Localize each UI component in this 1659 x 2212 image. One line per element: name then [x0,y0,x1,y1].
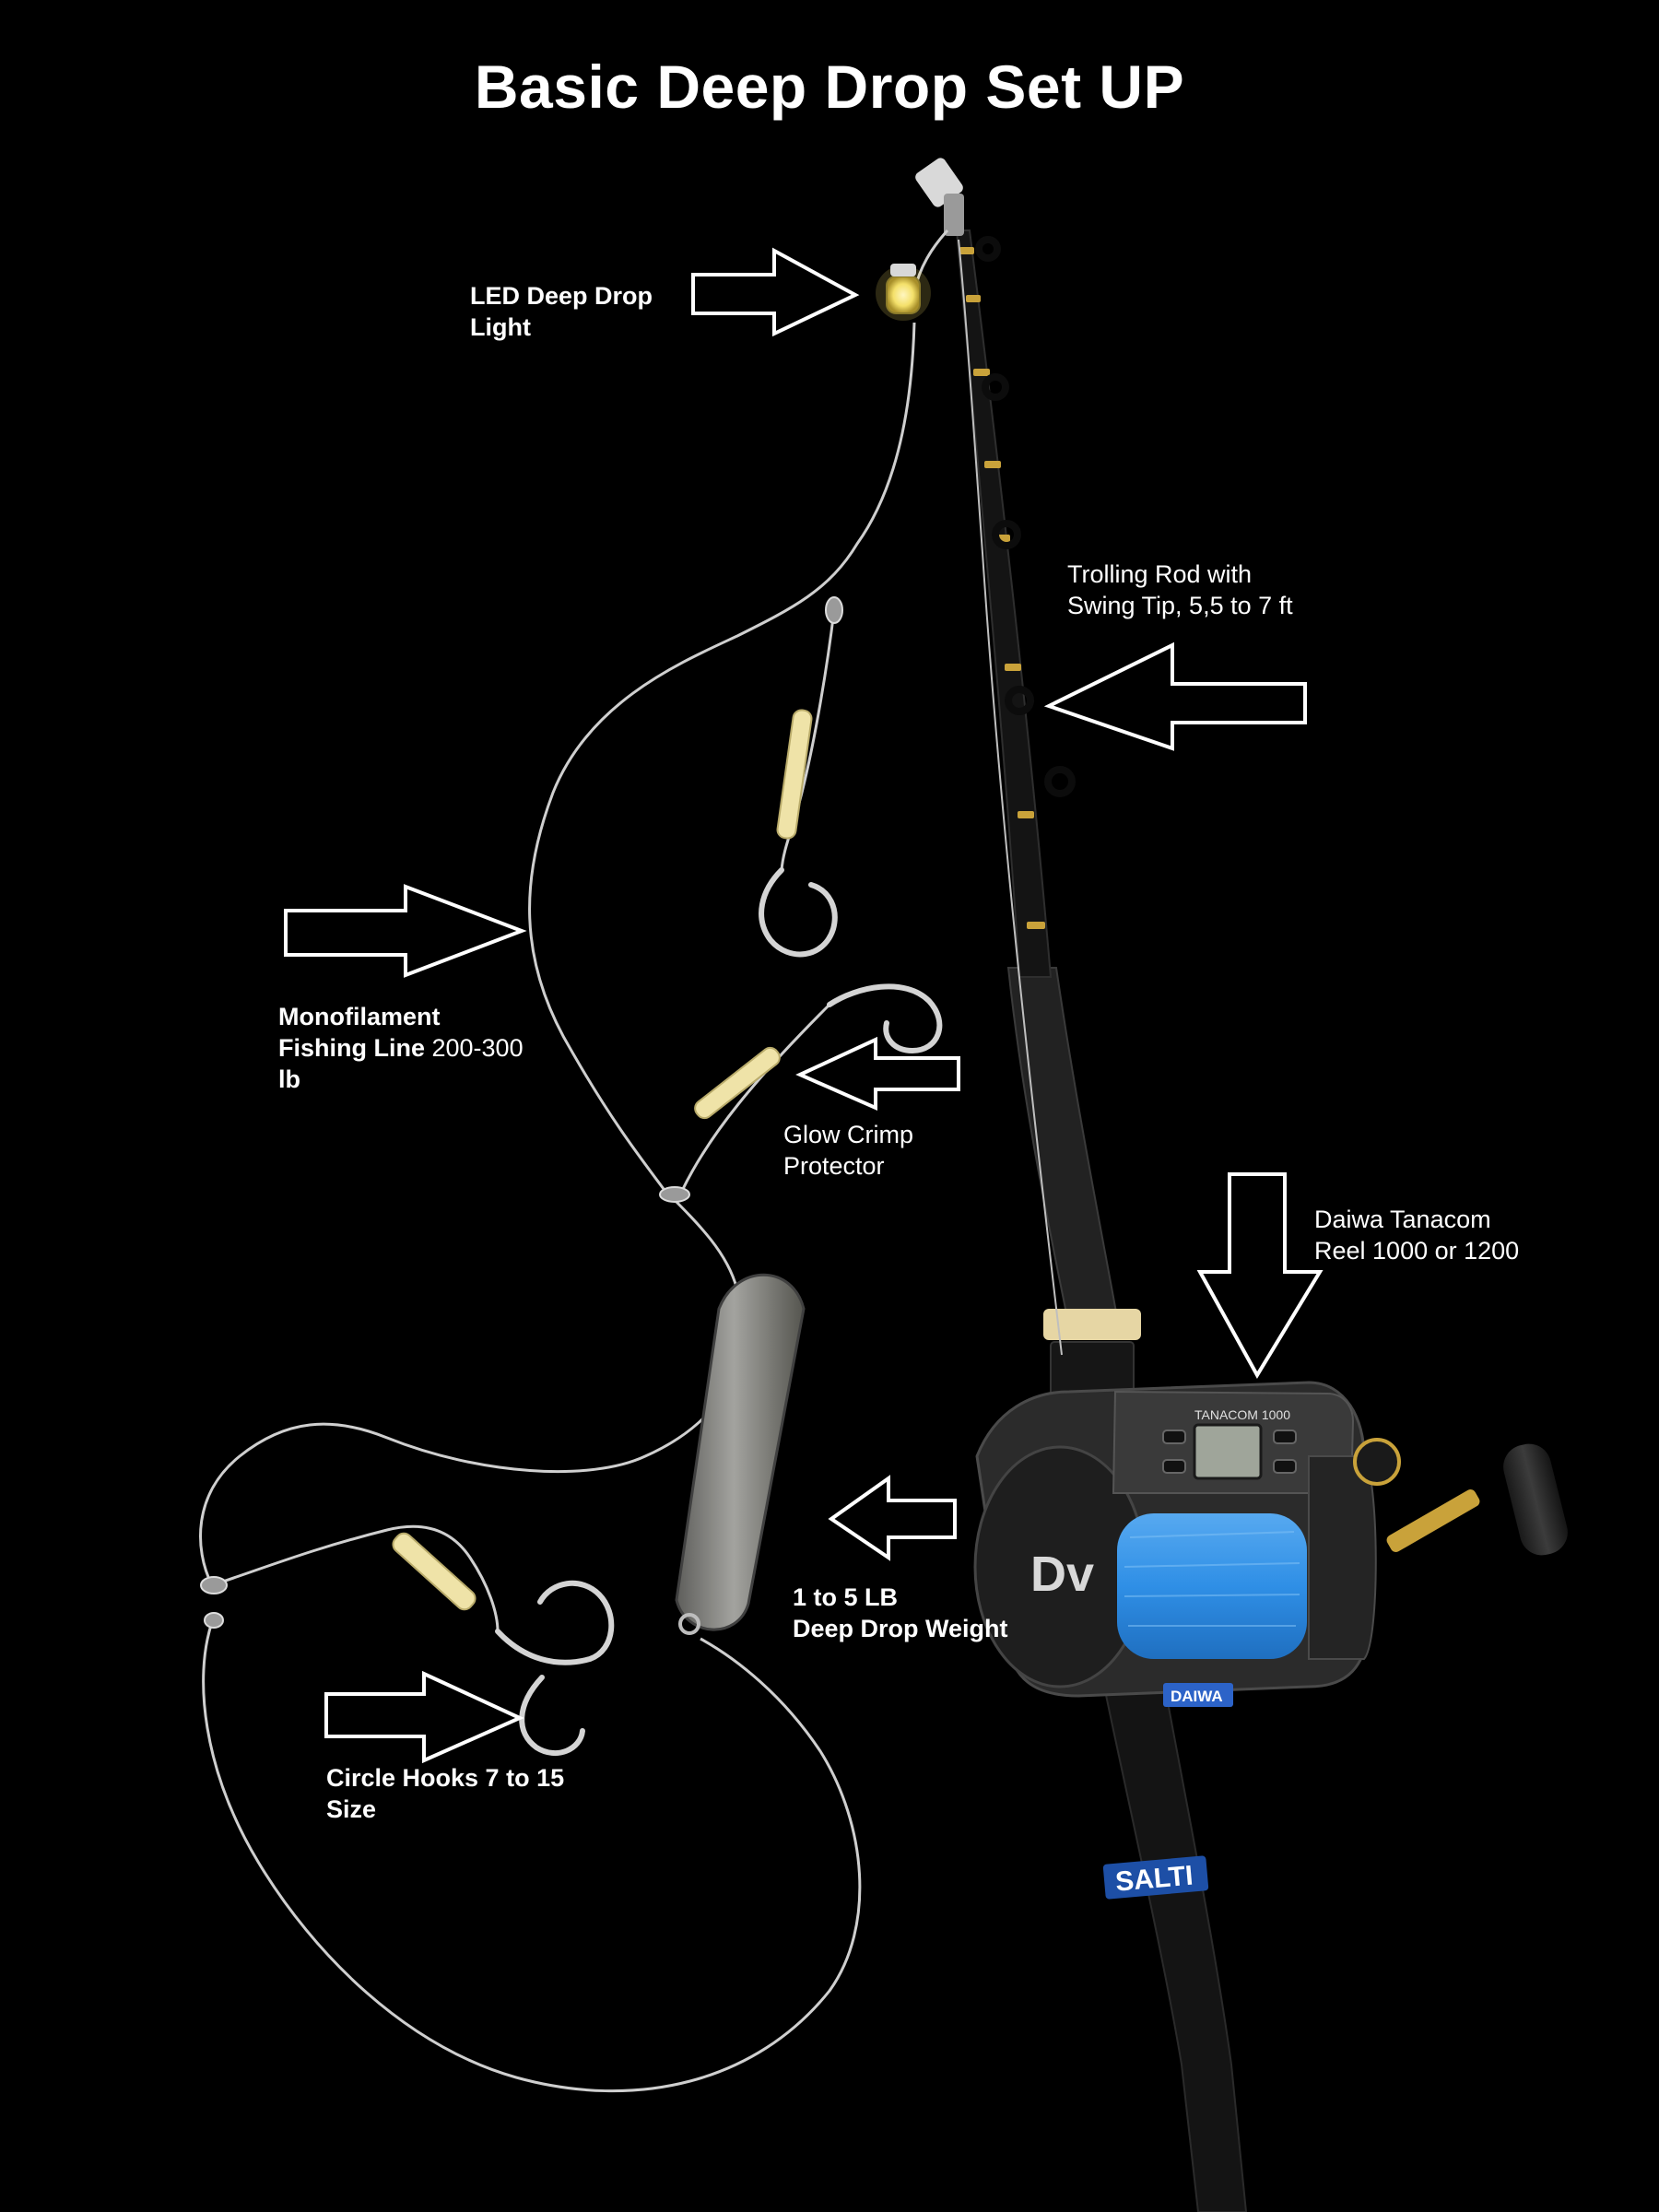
arrow-led-light [691,247,860,337]
rig-leader [199,229,949,2093]
label-trolling-rod-line1: Trolling Rod with [1067,560,1253,588]
label-weight-line1: 1 to 5 LB [793,1583,899,1611]
label-trolling-rod: Trolling Rod with Swing Tip, 5,5 to 7 ft [1067,559,1293,621]
reel-spool [1117,1513,1307,1659]
circle-hook-2 [827,983,943,1054]
label-reel-line2: Reel 1000 or 1200 [1314,1237,1520,1265]
label-glow-crimp-line1: Glow Crimp [783,1121,914,1148]
guide-rings [975,236,1076,797]
reel-drag-knob [1353,1438,1401,1486]
label-monofilament-line2-bold: Fishing Line [278,1034,425,1062]
rod-guides [959,247,1045,929]
led-deep-drop-light [876,264,931,321]
rod-collar [1043,1309,1141,1340]
reel-brand-text: DAIWA [1171,1688,1223,1705]
circle-hook-1 [759,867,838,958]
reel-lcd-screen [1193,1423,1263,1480]
label-monofilament: Monofilament Fishing Line 200-300 lb [278,1001,524,1095]
label-weight: 1 to 5 LB Deep Drop Weight [793,1582,1008,1644]
label-monofilament-line1: Monofilament [278,1003,441,1030]
page-title: Basic Deep Drop Set UP [474,53,1185,121]
tanacom-reel: Dv TANACOM 1000 DAIWA [973,1381,1568,1707]
swing-tip [915,158,964,236]
label-weight-line2: Deep Drop Weight [793,1615,1008,1642]
label-glow-crimp: Glow Crimp Protector [783,1119,913,1182]
spool-line-texture [1124,1531,1300,1627]
label-circle-hooks-line1: Circle Hooks 7 to 15 [326,1764,565,1792]
arrow-weight [828,1475,957,1561]
arrow-reel [1196,1172,1324,1379]
circle-hooks [495,867,943,1756]
circle-hook-4 [519,1675,585,1756]
main-line [958,239,1063,1356]
arrow-glow-crimp [795,1036,960,1112]
circle-hook-3 [495,1580,615,1665]
arrow-monofilament [284,884,527,978]
arrow-trolling-rod [1043,641,1307,751]
label-led-light-line1: LED Deep Drop [470,282,653,310]
label-monofilament-line3: lb [278,1065,300,1093]
rod-brand-text: SALTI [1114,1861,1194,1898]
glow-crimp-protectors [392,709,813,1611]
label-circle-hooks-line2: Size [326,1795,377,1823]
monofilament-line [199,322,916,1586]
reel-crank [1386,1443,1568,1556]
label-monofilament-line2-rest: 200-300 [425,1034,524,1062]
label-led-light: LED Deep Drop Light [470,280,653,343]
arrow-circle-hooks [324,1670,524,1764]
reel-buttons [1162,1430,1297,1474]
label-monofilament-line2: Fishing Line 200-300 [278,1032,524,1064]
label-circle-hooks: Circle Hooks 7 to 15 Size [326,1762,564,1825]
rod-decal: SALTI [1102,1855,1209,1900]
label-glow-crimp-line2: Protector [783,1152,885,1180]
reel-right-frame [1308,1455,1377,1660]
label-led-light-line2: Light [470,313,531,341]
rod-butt [1100,1677,1248,2212]
deep-drop-weight [675,1273,806,1635]
reel-model-text: TANACOM 1000 [1194,1407,1290,1422]
swivels [200,596,843,1629]
label-reel: Daiwa Tanacom Reel 1000 or 1200 [1314,1204,1519,1266]
label-trolling-rod-line2: Swing Tip, 5,5 to 7 ft [1067,592,1293,619]
trolling-rod: SALTI [915,158,1248,2212]
label-reel-line1: Daiwa Tanacom [1314,1206,1491,1233]
reel-side-logo: Dv [1030,1547,1094,1602]
reel-brand-badge [1163,1683,1233,1707]
rod-blank [955,229,1053,978]
